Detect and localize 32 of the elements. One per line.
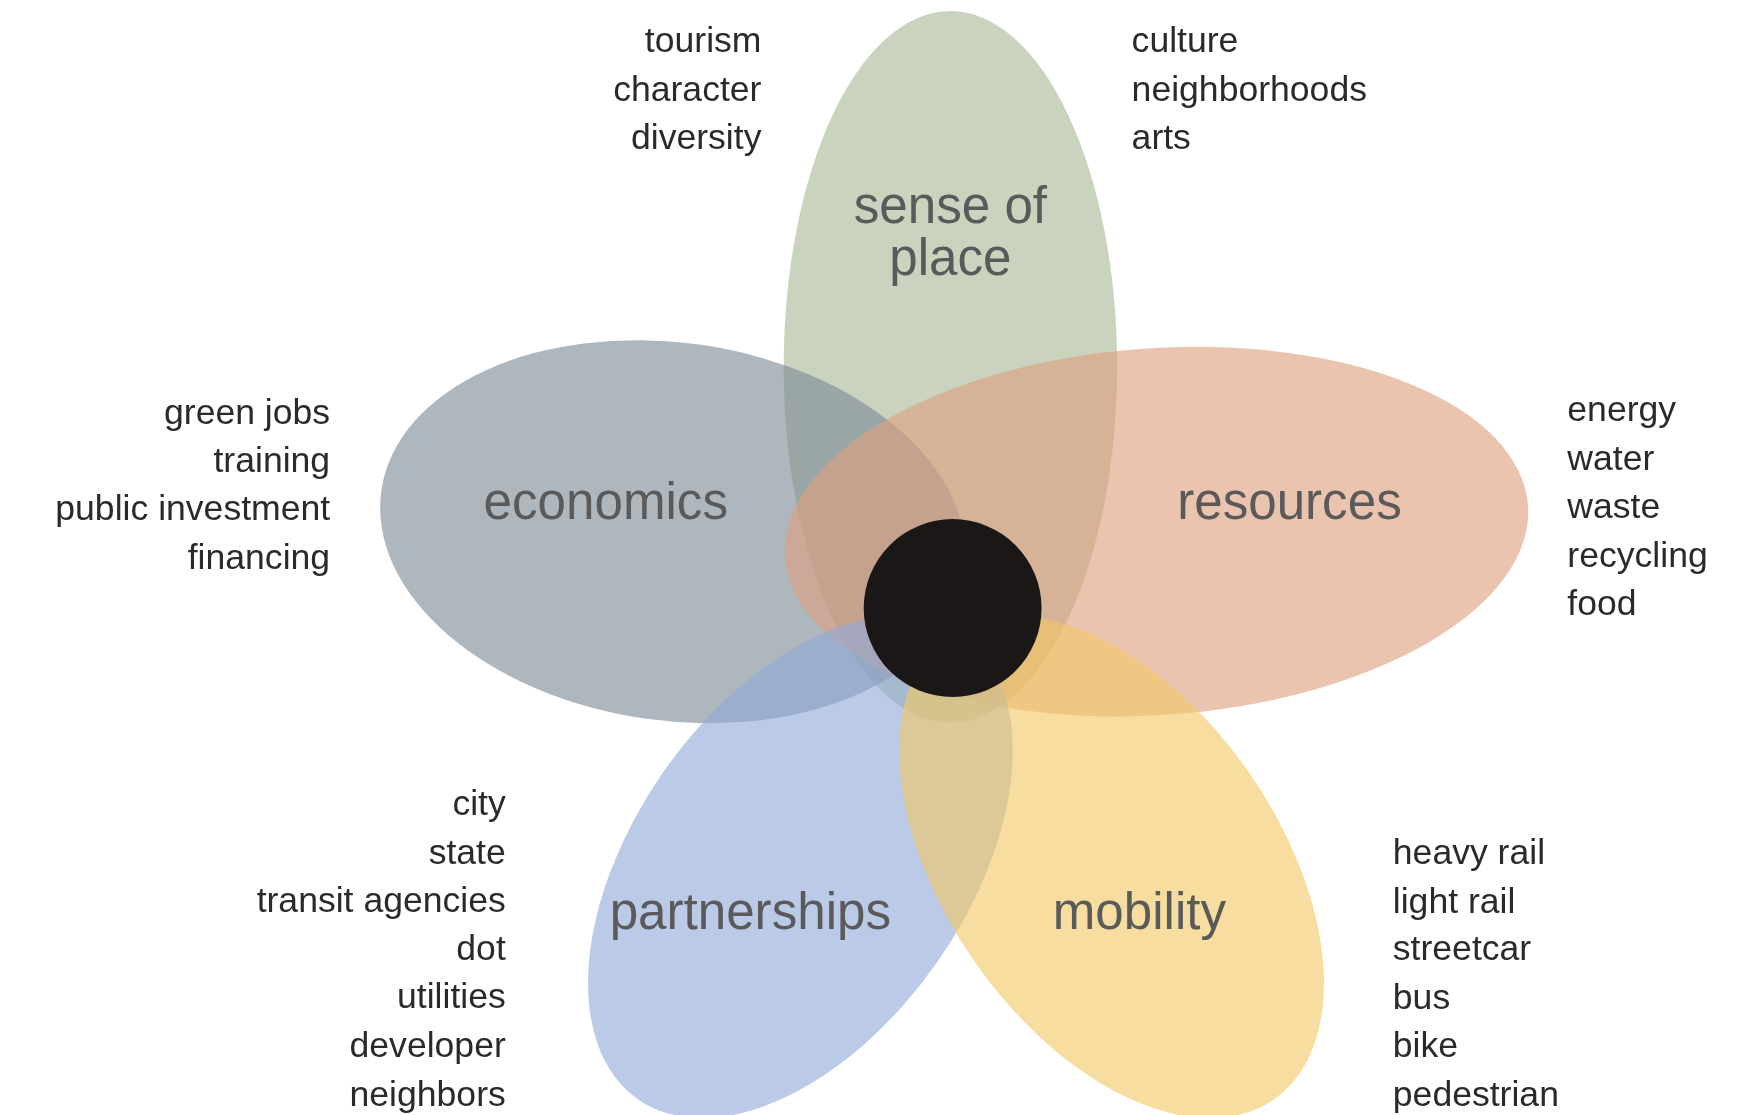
topic-label: tourism bbox=[644, 22, 762, 58]
topic-label: neighbors bbox=[349, 1075, 506, 1112]
topic-label: recycling bbox=[1567, 536, 1708, 573]
topic-label: green jobs bbox=[164, 393, 331, 430]
topic-label: state bbox=[428, 833, 506, 869]
topic-label: water bbox=[1567, 439, 1655, 476]
topic-label: waste bbox=[1567, 488, 1661, 524]
topic-label: dot bbox=[456, 930, 506, 966]
topic-label: diversity bbox=[631, 119, 762, 155]
topic-label: bike bbox=[1392, 1027, 1459, 1064]
petal-label: partnerships bbox=[608, 885, 892, 938]
topic-label: transit agencies bbox=[256, 881, 506, 918]
topic-label: heavy rail bbox=[1392, 833, 1546, 870]
topic-label: bus bbox=[1392, 979, 1451, 1015]
petal-label: mobility bbox=[1051, 885, 1228, 938]
topic-label: arts bbox=[1131, 119, 1191, 155]
topic-label: public investment bbox=[55, 490, 331, 526]
topic-label: developer bbox=[349, 1027, 506, 1063]
topic-label: training bbox=[213, 441, 331, 478]
topic-label: pedestrian bbox=[1392, 1076, 1559, 1112]
topic-label: utilities bbox=[397, 978, 506, 1015]
topic-label: streetcar bbox=[1392, 930, 1532, 967]
topic-label: food bbox=[1567, 585, 1637, 621]
topic-label: culture bbox=[1131, 22, 1239, 58]
petal-label: economics bbox=[482, 475, 729, 527]
topic-label: light rail bbox=[1392, 882, 1516, 918]
topic-label: neighborhoods bbox=[1131, 70, 1367, 107]
petal-label: resources bbox=[1176, 475, 1403, 527]
topic-label: financing bbox=[187, 538, 331, 575]
topic-label: city bbox=[452, 784, 506, 821]
topic-label: character bbox=[613, 70, 762, 107]
topic-label: energy bbox=[1567, 391, 1677, 427]
